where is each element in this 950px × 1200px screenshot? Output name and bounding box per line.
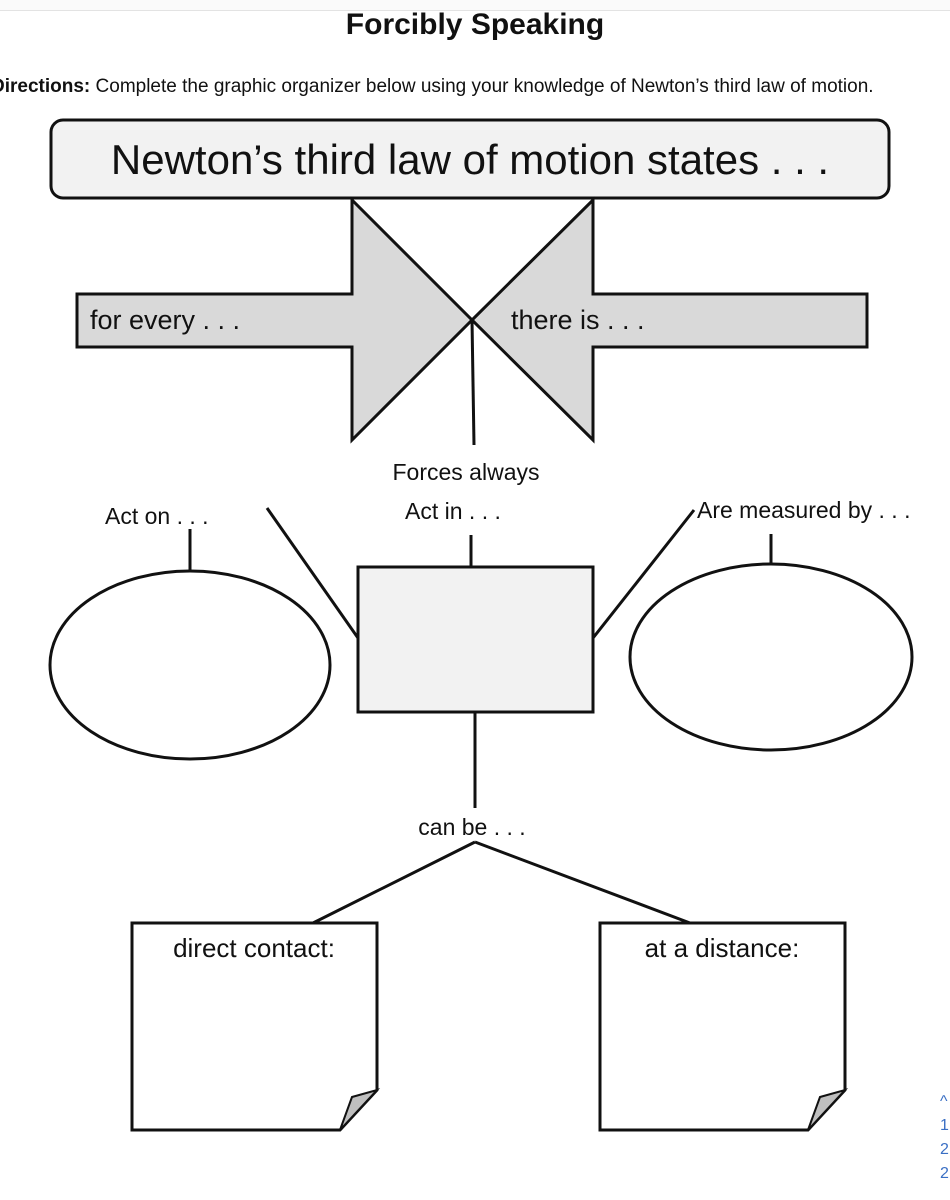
direct-contact-note-fold [339,1088,381,1131]
act-on-label: Act on . . . [105,503,209,529]
act-on-oval [48,569,332,761]
measured-by-oval [628,562,914,752]
directions-text: Directions: Complete the graphic organiz… [0,74,950,100]
side-page-marks: ^ 1 2 2 [940,1090,950,1186]
left-arrow [75,196,475,444]
directions-label: Directions: [0,76,91,97]
right-diagonal-connector [591,509,696,639]
heading-box-text: Newton’s third law of motion states . . … [111,136,829,183]
act-in-label: Act in . . . [405,498,501,524]
at-a-distance-note-fold [807,1088,849,1131]
at-a-distance-label: at a distance: [645,933,800,963]
connector-stem [470,319,476,446]
can-be-label: can be . . . [418,814,525,840]
side-mark: 2 [940,1165,949,1182]
side-mark: ^ [940,1093,948,1110]
right-arrow-label: there is . . . [511,305,645,335]
right-branch-line [474,840,691,925]
forces-always-label: Forces always [393,459,540,485]
directions-body: Complete the graphic organizer below usi… [90,76,874,97]
page-title: Forcibly Speaking [345,8,605,41]
left-branch-line [312,840,476,925]
side-mark: 2 [940,1141,949,1158]
right-arrow [469,196,869,444]
act-in-box [356,565,595,714]
direct-contact-label: direct contact: [173,933,335,963]
left-diagonal-connector [265,507,360,639]
measured-by-label: Are measured by . . . [697,497,910,523]
left-arrow-label: for every . . . [90,305,240,335]
side-mark: 1 [940,1117,949,1134]
heading-box [49,118,891,200]
top-rule [0,0,950,11]
